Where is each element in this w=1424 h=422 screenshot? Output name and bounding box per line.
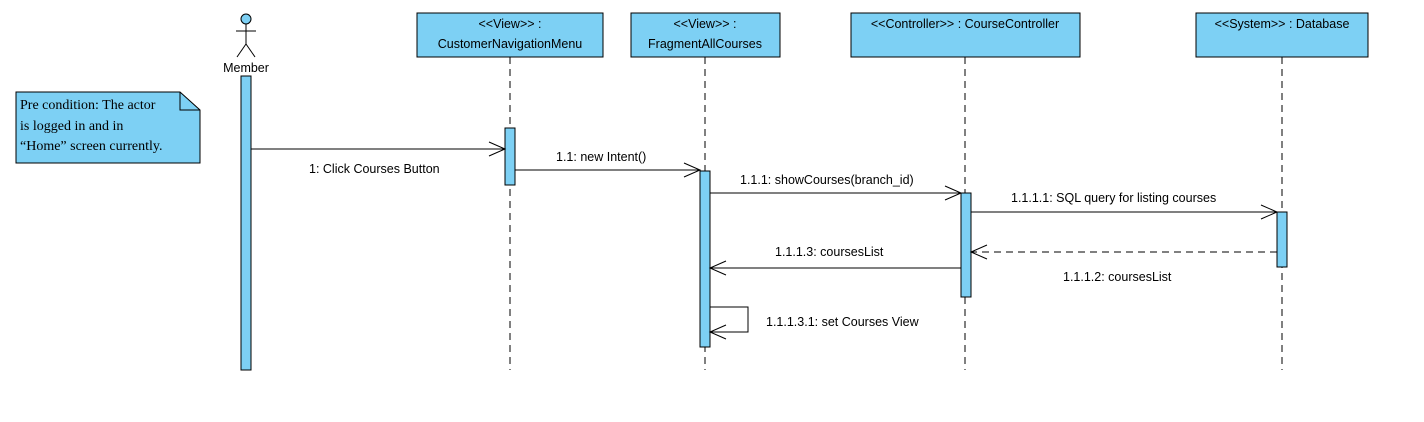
message-label: 1.1.1.2: coursesList — [1063, 270, 1172, 284]
actor-right-leg-icon — [245, 43, 256, 58]
note-shape — [15, 91, 201, 164]
message-label: 1.1.1: showCourses(branch_id) — [740, 173, 914, 187]
arrow-head-icon — [1260, 204, 1279, 220]
arrow-head-icon — [944, 185, 963, 201]
activation-bar — [699, 170, 711, 348]
self-message-line — [710, 306, 749, 333]
arrow-head-icon — [969, 244, 988, 260]
lifeline-name: <<Controller>> : CourseController — [871, 17, 1059, 31]
arrow-head-icon — [708, 324, 727, 340]
precondition-note[interactable]: Pre condition: The actor is logged in an… — [15, 91, 201, 164]
activation-bar — [504, 127, 516, 186]
lifeline-header — [416, 12, 604, 58]
lifeline-fragment-all-courses[interactable]: <<View>> : FragmentAllCourses — [630, 12, 781, 370]
message-1-1-1-3[interactable]: 1.1.1.3: coursesList — [708, 245, 961, 276]
message-label: 1.1.1.1: SQL query for listing courses — [1011, 191, 1216, 205]
lifeline-stereotype: <<View>> : — [478, 17, 541, 31]
message-1-1-1-3-1[interactable]: 1.1.1.3.1: set Courses View — [708, 306, 920, 340]
arrow-head-icon — [708, 260, 727, 276]
message-label: 1.1: new Intent() — [556, 150, 646, 164]
activation-bar — [960, 192, 972, 298]
message-1-1[interactable]: 1.1: new Intent() — [515, 150, 702, 178]
message-1-1-1[interactable]: 1.1.1: showCourses(branch_id) — [710, 173, 963, 201]
arrow-head-icon — [488, 141, 507, 157]
lifeline-database[interactable]: <<System>> : Database — [1195, 12, 1369, 370]
lifeline-header — [630, 12, 781, 58]
activation-bar-member — [240, 75, 252, 371]
lifeline-header — [1195, 12, 1369, 58]
lifeline-stereotype: <<View>> : — [673, 17, 736, 31]
message-label: 1: Click Courses Button — [309, 162, 440, 176]
actor-left-leg-icon — [236, 43, 247, 58]
lifeline-name: <<System>> : Database — [1215, 17, 1350, 31]
message-label: 1.1.1.3: coursesList — [775, 245, 884, 259]
lifeline-name: CustomerNavigationMenu — [438, 37, 583, 51]
actor-head-icon — [240, 13, 252, 25]
note-line-2: is logged in and in — [20, 119, 123, 134]
lifeline-customer-navigation-menu[interactable]: <<View>> : CustomerNavigationMenu — [416, 12, 604, 370]
note-fold-icon — [179, 92, 200, 111]
note-line-1: Pre condition: The actor — [20, 98, 156, 113]
lifeline-header — [850, 12, 1081, 58]
lifeline-name: FragmentAllCourses — [648, 37, 762, 51]
actor-name: Member — [223, 61, 269, 75]
message-1[interactable]: 1: Click Courses Button — [251, 141, 507, 176]
lifeline-course-controller[interactable]: <<Controller>> : CourseController — [850, 12, 1081, 370]
arrow-head-icon — [683, 162, 702, 178]
activation-bar — [1276, 211, 1288, 268]
actor-member[interactable]: Member — [223, 13, 269, 75]
message-1-1-1-2[interactable]: 1.1.1.2: coursesList — [969, 244, 1277, 284]
message-1-1-1-1[interactable]: 1.1.1.1: SQL query for listing courses — [971, 191, 1279, 220]
note-line-3: “Home” screen currently. — [20, 139, 163, 154]
message-label: 1.1.1.3.1: set Courses View — [766, 315, 920, 329]
